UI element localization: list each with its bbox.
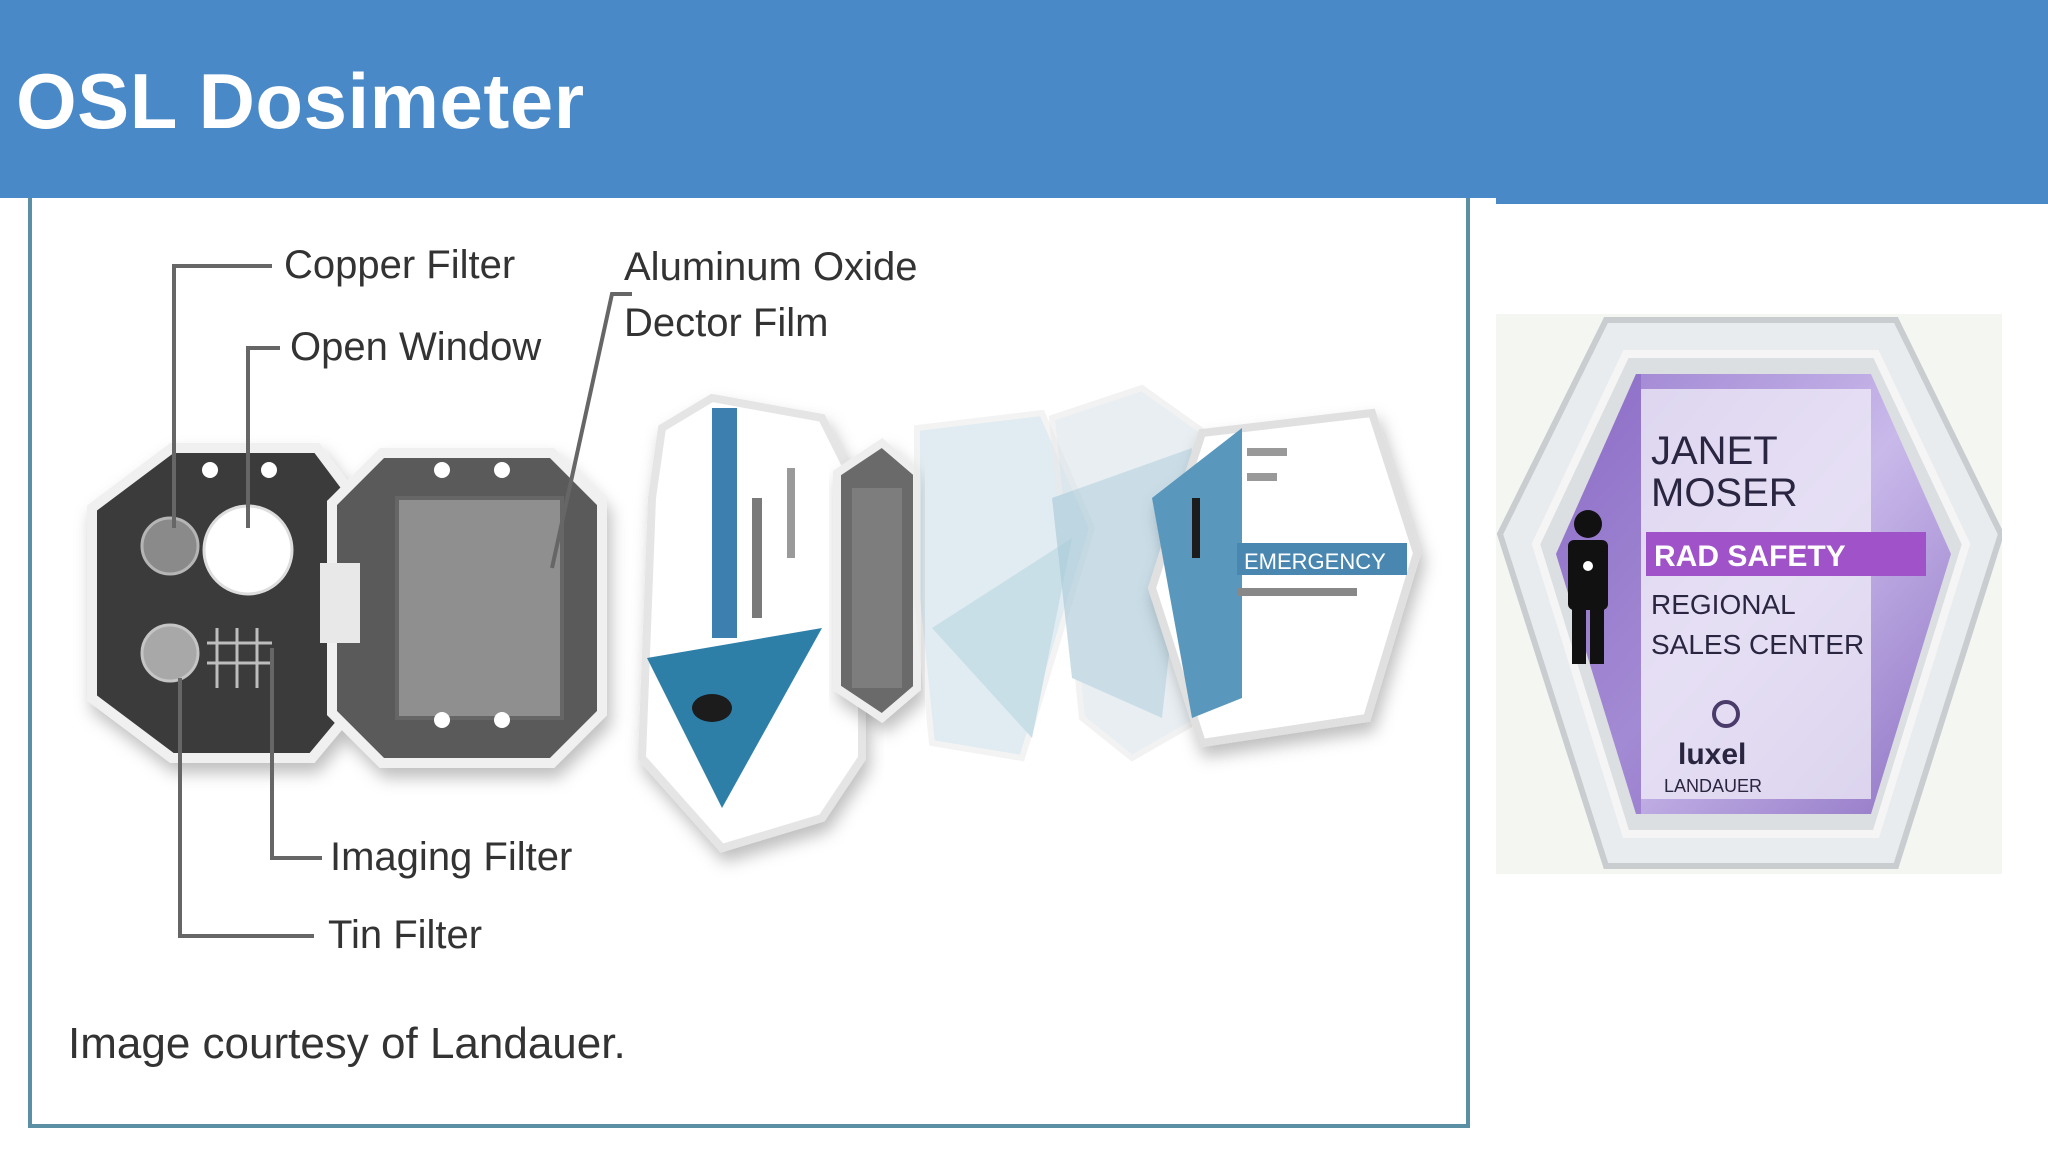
label-copper-filter: Copper Filter xyxy=(284,243,515,287)
faded-card-1 xyxy=(914,409,1096,762)
leader-lines xyxy=(172,264,632,938)
mount-hole xyxy=(202,462,218,478)
label-tin-filter: Tin Filter xyxy=(328,913,482,957)
imaging-filter-grid xyxy=(207,628,272,688)
badge-department: RAD SAFETY xyxy=(1654,540,1846,573)
badge-name-last: MOSER xyxy=(1651,471,1798,515)
badge-card-open xyxy=(637,393,866,853)
badge-brand: luxel xyxy=(1678,738,1746,771)
front-card-text: EMERGENCY xyxy=(1244,549,1386,574)
image-caption: Image courtesy of Landauer. xyxy=(68,1019,626,1068)
badge-location-line2: SALES CENTER xyxy=(1651,629,1864,660)
luxel-badge-photo: JANET MOSER RAD SAFETY REGIONAL SALES CE… xyxy=(1496,314,2002,874)
mount-hole xyxy=(494,462,510,478)
copper-filter-disc xyxy=(140,516,200,576)
badge-maker: LANDAUER xyxy=(1664,776,1762,796)
dosimeter-diagram-panel: Copper Filter Open Window Aluminum Oxide… xyxy=(28,198,1470,1128)
mount-hole xyxy=(434,462,450,478)
dosimeter-diagram: Copper Filter Open Window Aluminum Oxide… xyxy=(68,243,1422,1068)
label-aluminum-oxide: Aluminum Oxide xyxy=(624,245,917,289)
card-holder xyxy=(833,437,921,724)
badge-location-line1: REGIONAL xyxy=(1651,589,1796,620)
label-open-window: Open Window xyxy=(290,325,541,369)
label-detector-film: Dector Film xyxy=(624,301,828,345)
tin-filter-disc xyxy=(140,623,200,683)
title-bar: OSL Dosimeter xyxy=(0,0,2048,198)
mount-hole xyxy=(494,712,510,728)
department-band xyxy=(1646,532,1926,576)
label-imaging-filter: Imaging Filter xyxy=(330,835,572,879)
front-card: EMERGENCY xyxy=(1147,408,1422,748)
title-bar-extension xyxy=(1496,198,2048,204)
slide-title: OSL Dosimeter xyxy=(16,57,585,145)
landauer-logo-icon xyxy=(1712,700,1740,728)
person-silhouette-icon xyxy=(1568,510,1608,664)
mount-hole xyxy=(261,462,277,478)
badge-name-first: JANET xyxy=(1651,429,1778,473)
luxel-badge: JANET MOSER RAD SAFETY REGIONAL SALES CE… xyxy=(1496,317,2002,869)
mount-hole xyxy=(434,712,450,728)
dosimeter-body xyxy=(87,443,607,768)
